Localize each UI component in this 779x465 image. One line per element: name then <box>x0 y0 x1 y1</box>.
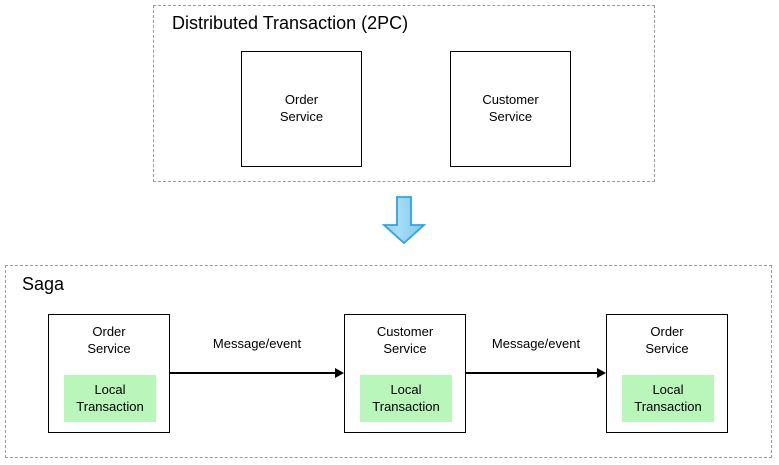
down-arrow-icon <box>380 195 428 245</box>
group-distributed-transaction <box>153 5 655 182</box>
service-label: Order Service <box>279 92 324 124</box>
service-box-customer-service-2pc: Customer Service <box>450 51 571 167</box>
local-transaction-badge: Local Transaction <box>622 375 714 422</box>
saga-service-label: Order Service <box>87 324 131 356</box>
flow-label-1: Message/event <box>212 336 302 351</box>
service-label: Customer Service <box>482 92 539 124</box>
flow-arrow-2 <box>466 367 606 379</box>
saga-box-order-service-1: Order Service Local Transaction <box>48 314 170 433</box>
group-title-distributed-transaction: Distributed Transaction (2PC) <box>172 13 409 33</box>
service-box-order-service-2pc: Order Service <box>241 51 362 167</box>
group-saga <box>5 265 772 458</box>
local-transaction-label: Local Transaction <box>372 381 440 414</box>
saga-service-label: Order Service <box>645 324 689 356</box>
local-transaction-badge: Local Transaction <box>360 375 452 422</box>
group-title-saga: Saga <box>22 274 65 294</box>
saga-box-order-service-2: Order Service Local Transaction <box>606 314 728 433</box>
flow-arrow-1 <box>170 367 344 379</box>
saga-box-customer-service: Customer Service Local Transaction <box>344 314 466 433</box>
local-transaction-badge: Local Transaction <box>64 375 156 422</box>
flow-label-2: Message/event <box>491 336 581 351</box>
arrow-shaft <box>170 372 335 374</box>
arrow-shaft <box>466 372 597 374</box>
arrow-head-icon <box>335 367 344 378</box>
local-transaction-label: Local Transaction <box>76 381 144 414</box>
saga-service-label: Customer Service <box>376 324 434 356</box>
arrow-head-icon <box>597 367 606 378</box>
local-transaction-label: Local Transaction <box>634 381 702 414</box>
